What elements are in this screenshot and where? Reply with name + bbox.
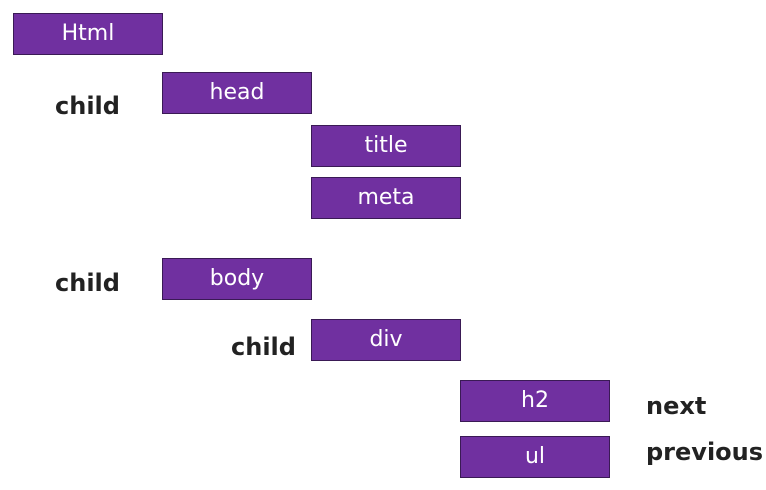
node-meta: meta	[311, 177, 461, 219]
node-body: body	[162, 258, 312, 300]
node-head: head	[162, 72, 312, 114]
relation-label-child-head: child	[55, 92, 120, 120]
node-title: title	[311, 125, 461, 167]
node-h2: h2	[460, 380, 610, 422]
node-html: Html	[13, 13, 163, 55]
relation-label-child-div: child	[231, 333, 296, 361]
node-ul: ul	[460, 436, 610, 478]
relation-label-next: next	[646, 392, 707, 420]
node-div: div	[311, 319, 461, 361]
relation-label-previous: previous	[646, 438, 764, 466]
relation-label-child-body: child	[55, 269, 120, 297]
